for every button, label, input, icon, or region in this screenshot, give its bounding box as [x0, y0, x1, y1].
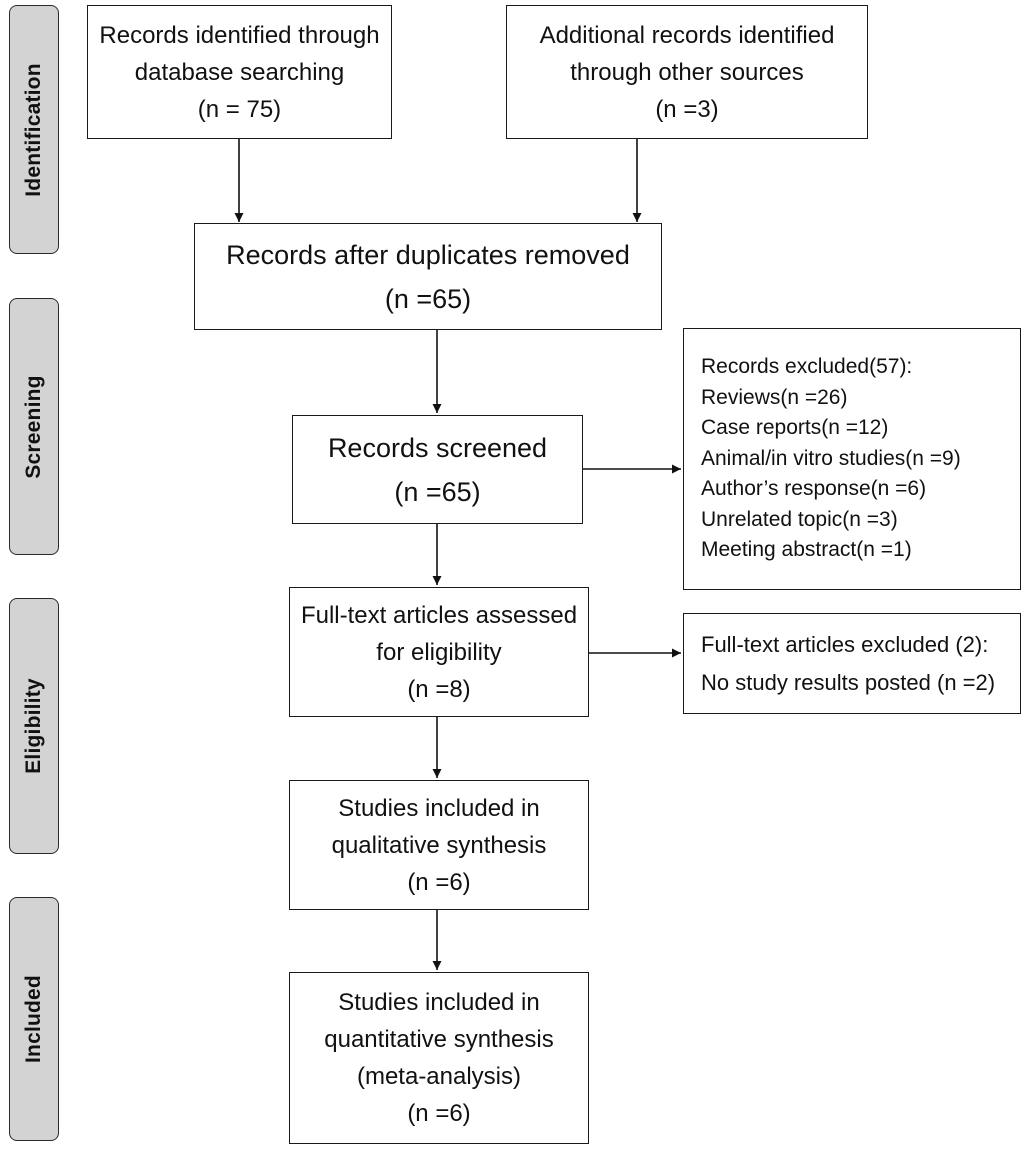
stage-identification: Identification: [9, 5, 59, 254]
box-records-excluded-line-7: Meeting abstract(n =1): [701, 538, 912, 562]
box-quantitative-synthesis-line-3: (meta-analysis): [356, 1063, 522, 1090]
box-after-duplicates-line-1: Records after duplicates removed: [226, 239, 630, 270]
box-other-sources-line-1: Additional records identified: [539, 21, 835, 49]
box-records-excluded-line-1: Records excluded(57):: [701, 355, 913, 379]
box-records-screened-line-1: Records screened: [327, 432, 548, 463]
box-database-search-line-3: (n = 75): [197, 95, 282, 123]
box-qualitative-synthesis: Studies included in qualitative synthesi…: [289, 780, 589, 910]
box-other-sources-line-3: (n =3): [655, 95, 719, 123]
box-records-excluded-line-3: Case reports(n =12): [701, 416, 889, 440]
box-qualitative-synthesis-line-1: Studies included in: [338, 794, 540, 822]
box-quantitative-synthesis-line-2: quantitative synthesis: [324, 1026, 554, 1053]
box-quantitative-synthesis: Studies included in quantitative synthes…: [289, 972, 589, 1144]
box-records-excluded-line-2: Reviews(n =26): [701, 385, 848, 409]
box-other-sources: Additional records identified through ot…: [506, 5, 868, 139]
box-full-text-assessed-line-1: Full-text articles assessed: [300, 601, 578, 629]
box-full-text-excluded-line-2: No study results posted (n =2): [701, 669, 996, 695]
stage-eligibility: Eligibility: [9, 598, 59, 854]
box-quantitative-synthesis-line-4: (n =6): [407, 1100, 471, 1127]
box-full-text-assessed-line-2: for eligibility: [376, 638, 502, 666]
box-other-sources-line-2: through other sources: [570, 58, 804, 86]
box-after-duplicates-line-2: (n =65): [384, 283, 472, 314]
stage-included: Included: [9, 897, 59, 1141]
box-records-excluded-line-4: Animal/in vitro studies(n =9): [701, 446, 961, 470]
box-full-text-assessed-line-3: (n =8): [407, 675, 471, 703]
stage-screening: Screening: [9, 298, 59, 555]
box-database-search-line-1: Records identified through: [99, 21, 380, 49]
box-full-text-excluded-line-1: Full-text articles excluded (2):: [701, 631, 989, 657]
box-full-text-assessed: Full-text articles assessed for eligibil…: [289, 587, 589, 717]
box-records-excluded: Records excluded(57): Reviews(n =26) Cas…: [683, 328, 1021, 590]
box-records-screened-line-2: (n =65): [394, 476, 481, 507]
box-records-screened: Records screened (n =65): [292, 415, 583, 524]
box-database-search: Records identified through database sear…: [87, 5, 392, 139]
box-qualitative-synthesis-line-2: qualitative synthesis: [331, 831, 547, 859]
box-qualitative-synthesis-line-3: (n =6): [407, 868, 471, 896]
box-records-excluded-line-5: Author’s response(n =6): [701, 477, 927, 501]
box-database-search-line-2: database searching: [134, 58, 345, 86]
box-records-excluded-line-6: Unrelated topic(n =3): [701, 507, 898, 531]
box-quantitative-synthesis-line-1: Studies included in: [338, 989, 540, 1016]
box-after-duplicates: Records after duplicates removed (n =65): [194, 223, 662, 330]
box-full-text-excluded: Full-text articles excluded (2): No stud…: [683, 613, 1021, 714]
